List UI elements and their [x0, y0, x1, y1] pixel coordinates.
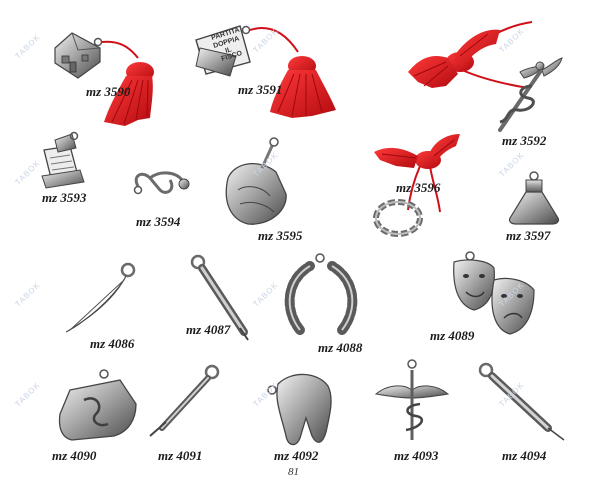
charm-3591-documents: PARTITA DOPPIA IL FISCO: [195, 25, 251, 77]
code-3593: mz 3593: [42, 190, 87, 205]
charm-3593-book: [41, 131, 85, 189]
tassel-3592: [408, 21, 533, 89]
charm-4089-masks: [453, 251, 535, 335]
code-3590: mz 3590: [86, 84, 131, 99]
code-4086: mz 4086: [90, 336, 135, 351]
charm-4088-laurel: [284, 253, 358, 335]
charm-4087-pen: [190, 254, 249, 341]
charm-4090-medical-case: [58, 369, 137, 441]
charm-3594-stethoscope: [133, 171, 190, 195]
charm-4092-tooth: [267, 373, 332, 446]
tassel-3590: [101, 40, 154, 126]
charm-4093-caduceus: [374, 359, 450, 440]
tassel-3591: [249, 27, 336, 118]
tassel-3596: [374, 134, 460, 213]
code-3592: mz 3592: [502, 133, 547, 148]
code-3594: mz 3594: [136, 214, 181, 229]
code-4090: mz 4090: [52, 448, 97, 463]
svg-text:IL: IL: [225, 46, 234, 55]
charm-3590-house: [54, 32, 103, 79]
charm-4091-scalpel: [149, 364, 220, 437]
code-4089: mz 4089: [430, 328, 475, 343]
page-number: 81: [288, 466, 299, 478]
charm-4086-quill: [65, 262, 136, 333]
charm-3595-globe: [225, 137, 287, 225]
code-3595: mz 3595: [258, 228, 303, 243]
charm-3596-wreath: [373, 199, 423, 237]
code-3597: mz 3597: [506, 228, 551, 243]
code-4088: mz 4088: [318, 340, 363, 355]
code-3596: mz 3596: [396, 180, 441, 195]
code-4094: mz 4094: [502, 448, 547, 463]
code-4093: mz 4093: [394, 448, 439, 463]
charm-3597-flask: [508, 171, 560, 225]
code-4091: mz 4091: [158, 448, 203, 463]
code-4092: mz 4092: [274, 448, 319, 463]
charm-4094-syringe: [478, 362, 565, 441]
charm-3592-caduceus: [498, 57, 563, 132]
code-4087: mz 4087: [186, 322, 231, 337]
code-3591: mz 3591: [238, 82, 283, 97]
